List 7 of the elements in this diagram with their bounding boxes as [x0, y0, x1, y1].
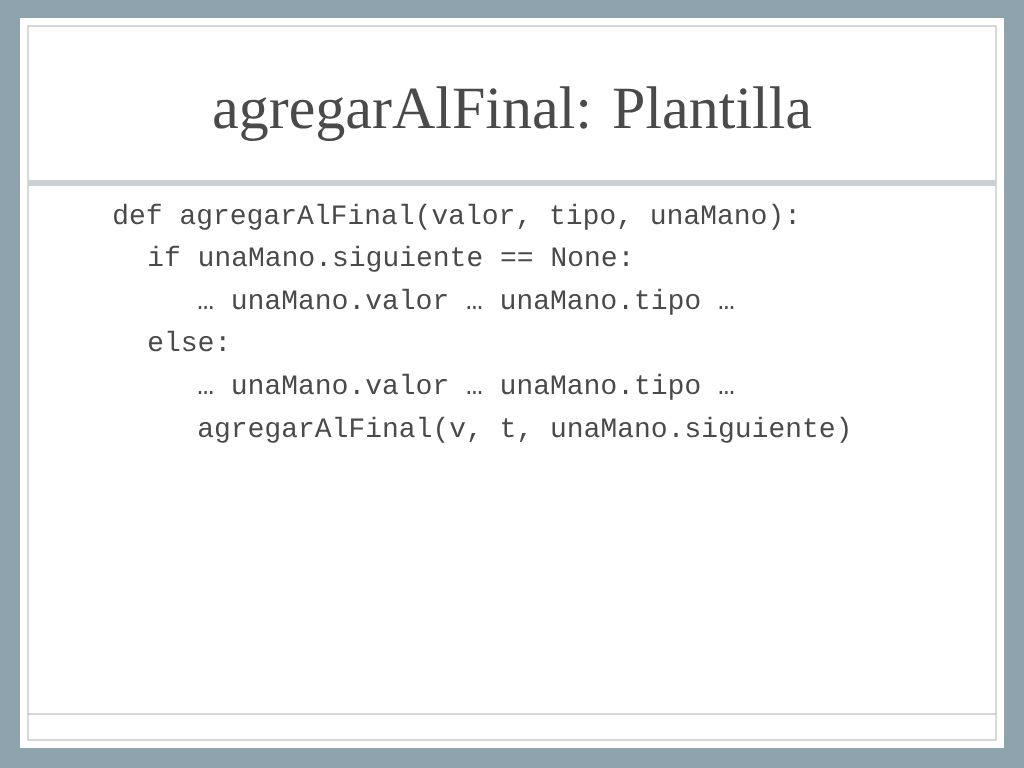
- code-line: agregarAlFinal(v, t, unaMano.siguiente): [198, 416, 848, 443]
- code-line: if unaMano.siguiente == None:: [149, 245, 628, 272]
- code-line: … unaMano.valor … unaMano.tipo …: [198, 288, 734, 315]
- slide-title: agregarAlFinal: Plantilla: [214, 86, 812, 141]
- code-line: else:: [149, 330, 225, 352]
- code-line: def agregarAlFinal(valor, tipo, unaMano):: [114, 203, 795, 230]
- code-line: … unaMano.valor … unaMano.tipo …: [198, 373, 734, 400]
